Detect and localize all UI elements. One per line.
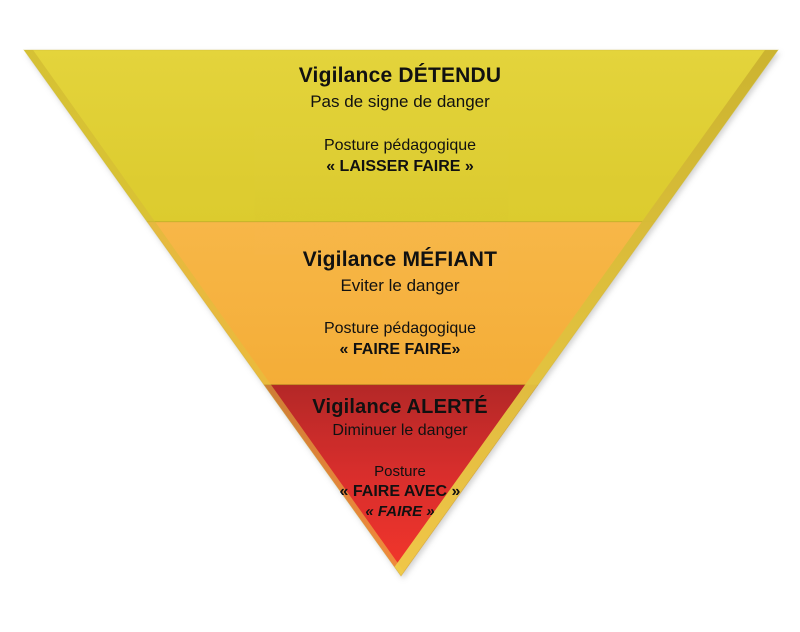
diagram-canvas: Vigilance DÉTENDU Pas de signe de danger… — [23, 49, 779, 577]
inverted-pyramid-graphic — [23, 49, 779, 577]
